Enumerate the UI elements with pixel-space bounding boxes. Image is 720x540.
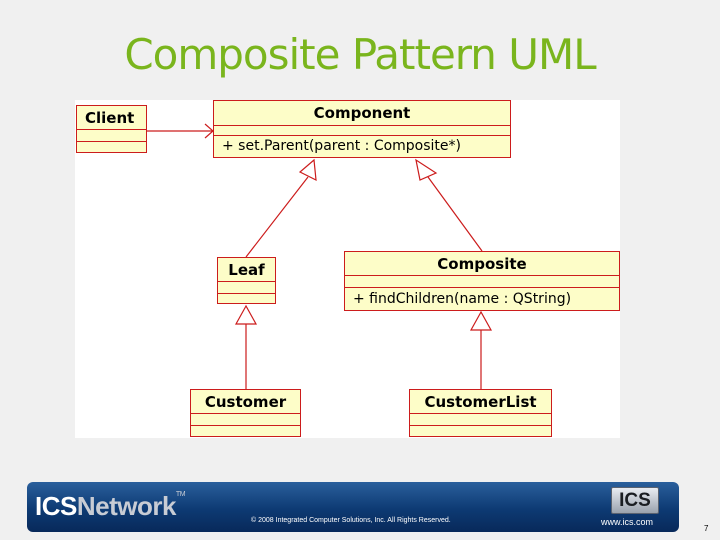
class-name: Component	[214, 101, 510, 126]
class-name: Client	[77, 106, 146, 130]
operations-compartment	[410, 426, 551, 436]
footer-bar: ICSNetworkTM © 2008 Integrated Computer …	[27, 482, 679, 532]
class-component: Component + set.Parent(parent : Composit…	[213, 100, 511, 158]
attributes-compartment	[410, 414, 551, 426]
association-client-component	[146, 123, 214, 139]
logo-network-text: Network	[76, 491, 177, 521]
class-name: CustomerList	[410, 390, 551, 414]
uml-diagram: Client Component + set.Parent(parent : C…	[75, 100, 620, 438]
operation-set-parent: + set.Parent(parent : Composite*)	[222, 138, 461, 154]
class-client: Client	[76, 105, 147, 153]
attributes-compartment	[77, 130, 146, 142]
generalization-customerlist-composite	[469, 310, 493, 389]
class-name: Composite	[345, 252, 619, 276]
class-leaf: Leaf	[217, 257, 276, 304]
ics-badge-logo: ICS	[611, 487, 659, 514]
attributes-compartment	[191, 414, 300, 426]
attributes-compartment	[345, 276, 619, 288]
slide-title: Composite Pattern UML	[124, 30, 596, 79]
logo-ics-text: ICS	[35, 491, 77, 521]
class-customer: Customer	[190, 389, 301, 437]
class-name: Leaf	[218, 258, 275, 282]
generalization-composite-component	[415, 158, 483, 252]
logo-trademark: TM	[175, 491, 186, 498]
website-link[interactable]: www.ics.com	[601, 517, 654, 527]
ics-network-logo: ICSNetworkTM	[35, 491, 186, 522]
attributes-compartment	[214, 126, 510, 136]
generalization-customer-leaf	[234, 304, 258, 389]
generalization-leaf-component	[245, 158, 317, 258]
operations-compartment	[77, 142, 146, 152]
operations-compartment	[191, 426, 300, 436]
attributes-compartment	[218, 282, 275, 294]
relation-lines	[146, 123, 493, 389]
page-number: 7	[704, 524, 709, 533]
class-customer-list: CustomerList	[409, 389, 552, 437]
operation-find-children: + findChildren(name : QString)	[353, 291, 572, 307]
class-name: Customer	[191, 390, 300, 414]
copyright-text: © 2008 Integrated Computer Solutions, In…	[251, 517, 451, 524]
class-composite: Composite + findChildren(name : QString)	[344, 251, 620, 311]
operations-compartment	[218, 294, 275, 303]
